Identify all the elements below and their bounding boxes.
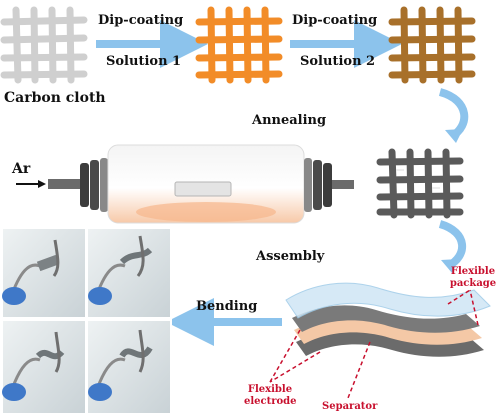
carbon-cloth-label: Carbon cloth bbox=[4, 90, 106, 106]
carbon-cloth-annealed-icon bbox=[376, 148, 464, 219]
carbon-cloth-plain-icon bbox=[0, 6, 88, 84]
bending-photo-4 bbox=[88, 321, 170, 413]
gas-label: Ar bbox=[12, 161, 31, 177]
tube-furnace bbox=[48, 144, 354, 224]
separator-label: Separator bbox=[322, 401, 378, 412]
flexible-electrode-label: Flexible electrode bbox=[244, 384, 297, 407]
callout-lines bbox=[269, 289, 479, 399]
carbon-cloth-solution1-icon bbox=[195, 6, 283, 84]
bending-photos bbox=[2, 228, 172, 414]
dip-coating-2-label: Dip-coating bbox=[292, 13, 378, 28]
bending-photo-2 bbox=[88, 229, 170, 317]
carbon-cloth-solution2-icon bbox=[388, 6, 476, 84]
solution-1-label: Solution 1 bbox=[106, 54, 182, 69]
bending-photo-1 bbox=[2, 229, 85, 317]
flexible-battery-stack bbox=[285, 282, 491, 357]
bending-photo-3 bbox=[2, 321, 85, 413]
bending-label: Bending bbox=[196, 299, 258, 314]
solution-2-label: Solution 2 bbox=[300, 54, 376, 69]
dip-coating-1-label: Dip-coating bbox=[98, 13, 184, 28]
flexible-package-label: Flexible package bbox=[449, 266, 497, 289]
assembly-label: Assembly bbox=[256, 249, 325, 264]
annealing-label: Annealing bbox=[252, 113, 327, 128]
